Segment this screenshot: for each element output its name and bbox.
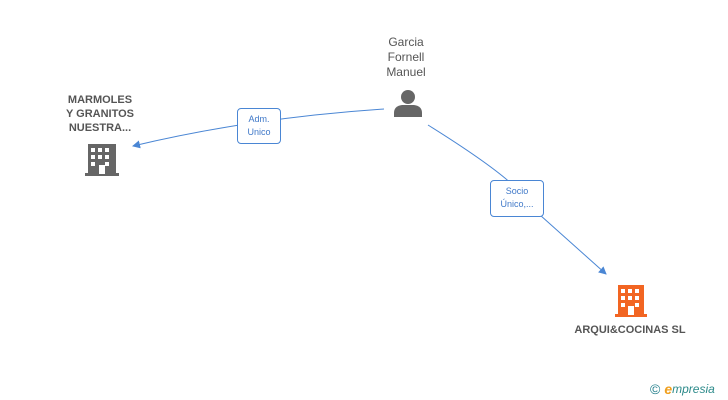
brand-name: mpresia xyxy=(672,382,715,396)
building-icon[interactable] xyxy=(85,144,119,176)
edge-label-socio-unico: Socio Único,... xyxy=(490,180,544,217)
company-a-label[interactable]: MARMOLES Y GRANITOS NUESTRA... xyxy=(65,94,135,134)
person-icon[interactable] xyxy=(394,90,422,117)
person-label[interactable]: Garcia Fornell Manuel xyxy=(386,35,426,79)
company-b-label[interactable]: ARQUI&COCINAS SL xyxy=(574,324,686,336)
brand-logo: © e mpresia xyxy=(650,380,715,398)
brand-initial: e xyxy=(664,381,673,397)
edge-label-adm-unico: Adm. Unico xyxy=(237,108,281,144)
copyright-icon: © xyxy=(650,381,661,397)
building-icon-orange[interactable] xyxy=(615,285,647,317)
